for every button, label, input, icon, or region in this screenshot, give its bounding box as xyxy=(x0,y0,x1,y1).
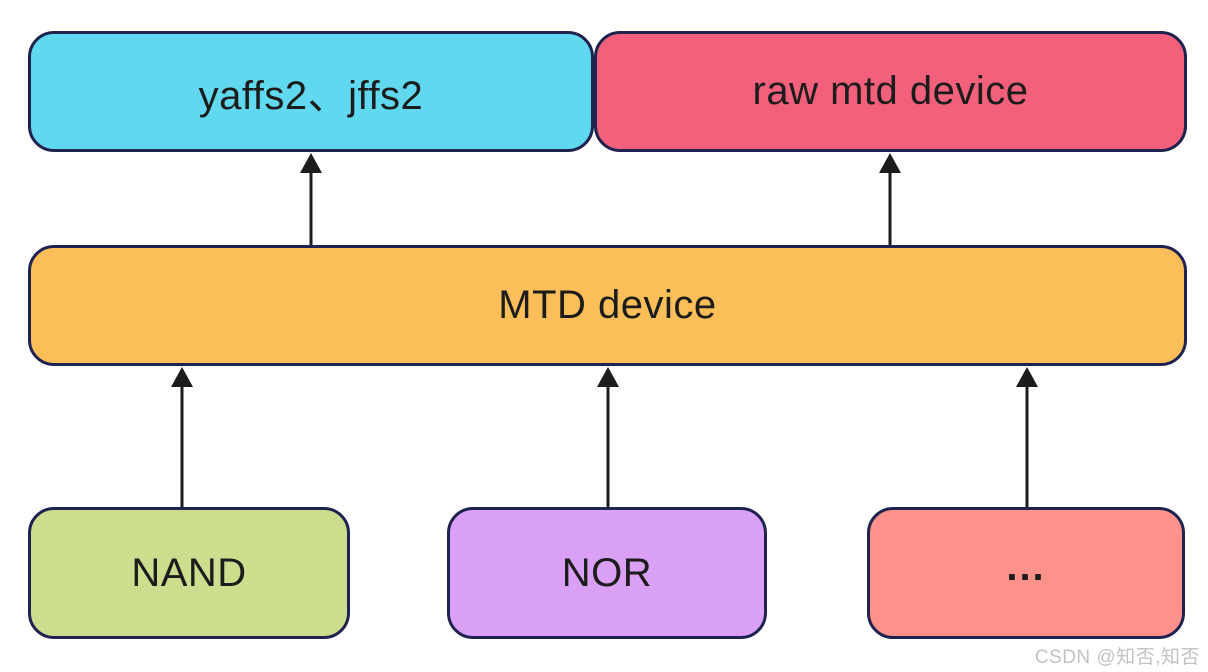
arrowhead-up-icon xyxy=(300,153,322,173)
arrow-nor-to-mtd xyxy=(596,367,620,507)
arrow-shaft xyxy=(888,165,892,245)
box-yaffs2-jffs2: yaffs2、jffs2 xyxy=(28,31,594,152)
box-others-label: ... xyxy=(1006,544,1046,589)
box-others: ... xyxy=(867,507,1185,639)
arrow-mtd-to-raw-mtd-device xyxy=(878,153,902,245)
arrowhead-up-icon xyxy=(597,367,619,387)
arrow-mtd-to-yaffs2 xyxy=(299,153,323,245)
arrowhead-up-icon xyxy=(879,153,901,173)
arrow-shaft xyxy=(309,165,313,245)
arrow-shaft xyxy=(1025,379,1029,507)
arrow-shaft xyxy=(180,379,184,507)
arrowhead-up-icon xyxy=(171,367,193,387)
arrow-nand-to-mtd xyxy=(170,367,194,507)
box-raw-mtd-device-label: raw mtd device xyxy=(752,69,1029,113)
box-yaffs2-jffs2-label: yaffs2、jffs2 xyxy=(198,73,424,118)
box-mtd-device-label: MTD device xyxy=(498,283,717,327)
watermark: CSDN @知否,知否 xyxy=(1034,647,1200,668)
arrow-shaft xyxy=(606,379,610,507)
arrow-others-to-mtd xyxy=(1015,367,1039,507)
box-nor-label: NOR xyxy=(561,550,653,595)
box-nor: NOR xyxy=(447,507,767,639)
arrowhead-up-icon xyxy=(1016,367,1038,387)
box-raw-mtd-device: raw mtd device xyxy=(594,31,1187,152)
box-nand-label: NAND xyxy=(131,550,247,595)
box-mtd-device: MTD device xyxy=(28,245,1187,366)
box-nand: NAND xyxy=(28,507,350,639)
